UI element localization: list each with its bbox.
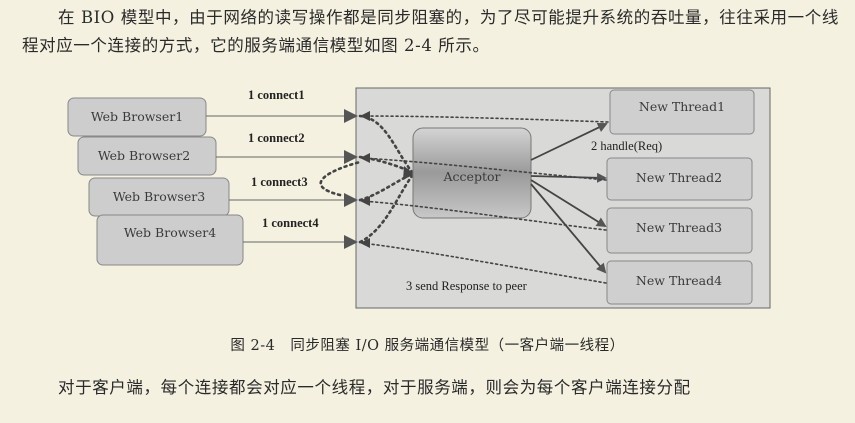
acceptor: Acceptor [412, 127, 532, 219]
connect-label-1: 1 connect1 [248, 88, 305, 102]
connect-label-2: 1 connect2 [248, 131, 305, 145]
response-line-1 [361, 115, 609, 123]
bio-model-diagram: Web Browser1 Web Browser2 Web Browser3 W… [67, 87, 771, 309]
browser-3: Web Browser3 [88, 177, 230, 217]
paragraph-followup: 对于客户端，每个连接都会对应一个线程，对于服务端，则会为每个客户端连接分配 [58, 378, 691, 397]
dotted-link-4 [358, 174, 414, 244]
response-line-4 [361, 242, 607, 284]
browser-1: Web Browser1 [67, 97, 207, 137]
response-line-2 [361, 157, 607, 181]
figure-caption: 图 2-4 同步阻塞 I/O 服务端通信模型（一客户端一线程） [230, 338, 625, 354]
browser-4-label: Web Browser4 [124, 225, 216, 240]
dotted-link-extra [319, 160, 362, 197]
connect-label-4: 1 connect4 [262, 216, 319, 230]
thread-3-label: New Thread3 [636, 220, 722, 235]
thread-3: New Thread3 [606, 207, 753, 254]
browser-1-label: Web Browser1 [91, 109, 183, 124]
response-line-3 [361, 200, 607, 231]
paragraph-intro: 在 BIO 模型中，由于网络的读写操作都是同步阻塞的，为了尽可能提升系统的吞吐量… [22, 8, 839, 55]
browser-2-label: Web Browser2 [98, 148, 190, 163]
thread-2-label: New Thread2 [636, 170, 722, 185]
handle-arrow-1 [530, 122, 608, 161]
handle-arrow-4 [530, 183, 607, 274]
thread-2: New Thread2 [606, 157, 753, 201]
thread-1-label: New Thread1 [639, 99, 725, 114]
thread-4: New Thread4 [606, 260, 753, 305]
connect-label-3: 1 connect3 [251, 175, 308, 189]
thread-4-label: New Thread4 [636, 273, 722, 288]
response-label: 3 send Response to peer [406, 279, 528, 293]
handle-label: 2 handle(Req) [591, 139, 662, 153]
acceptor-label: Acceptor [443, 169, 501, 184]
browser-4: Web Browser4 [96, 214, 244, 266]
handle-arrow-2 [530, 172, 607, 183]
browser-2: Web Browser2 [77, 136, 217, 176]
thread-1: New Thread1 [609, 89, 755, 135]
browser-3-label: Web Browser3 [113, 189, 205, 204]
handle-arrow-3 [530, 179, 607, 228]
